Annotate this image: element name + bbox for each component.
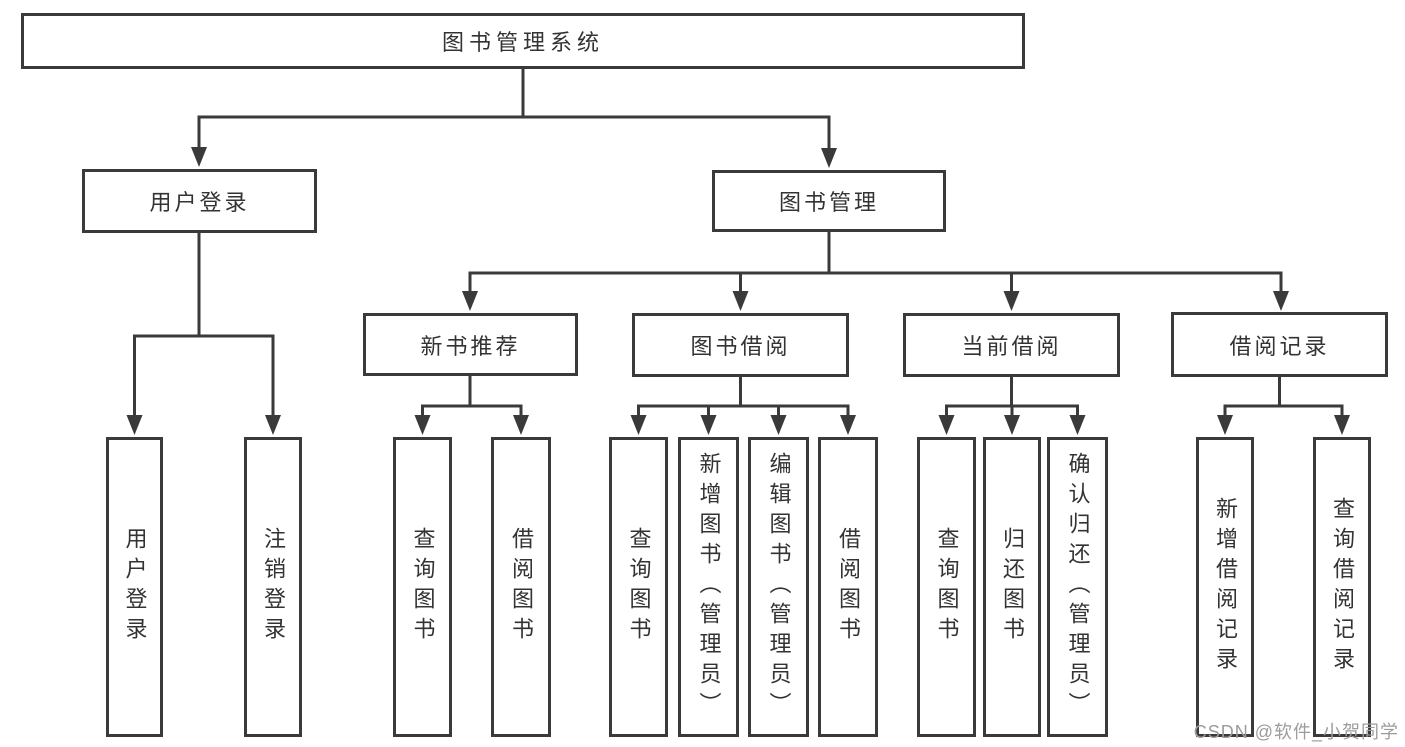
leaf-edit-books-admin: 编辑图书（管理员） (748, 437, 809, 737)
leaf-add-borrow-record: 新增借阅记录 (1196, 437, 1254, 737)
leaf-add-books-admin: 新增图书（管理员） (678, 437, 739, 737)
watermark: CSDN @软件_小贺同学 (1193, 722, 1399, 742)
leaf-query-books-current: 查询图书 (917, 437, 976, 737)
leaf-borrow-books: 借阅图书 (818, 437, 878, 737)
leaf-query-books-rec: 查询图书 (393, 437, 452, 737)
leaf-query-borrow-record: 查询借阅记录 (1313, 437, 1371, 737)
leaf-query-books-borrow: 查询图书 (609, 437, 668, 737)
leaf-logout-login: 注销登录 (244, 437, 302, 737)
node-borrow-records: 借阅记录 (1171, 312, 1388, 377)
node-root: 图书管理系统 (21, 13, 1025, 69)
arrowheads (126, 147, 1350, 435)
leaf-borrow-books-rec: 借阅图书 (491, 437, 551, 737)
node-new-book-rec: 新书推荐 (363, 313, 578, 376)
leaf-user-login: 用户登录 (106, 437, 163, 737)
node-current-borrow: 当前借阅 (903, 313, 1120, 377)
node-user-login: 用户登录 (82, 169, 317, 233)
node-book-borrow: 图书借阅 (632, 313, 849, 377)
leaf-confirm-return-admin: 确认归还（管理员） (1047, 437, 1108, 737)
node-book-mgmt: 图书管理 (712, 170, 946, 232)
leaf-return-books: 归还图书 (983, 437, 1041, 737)
